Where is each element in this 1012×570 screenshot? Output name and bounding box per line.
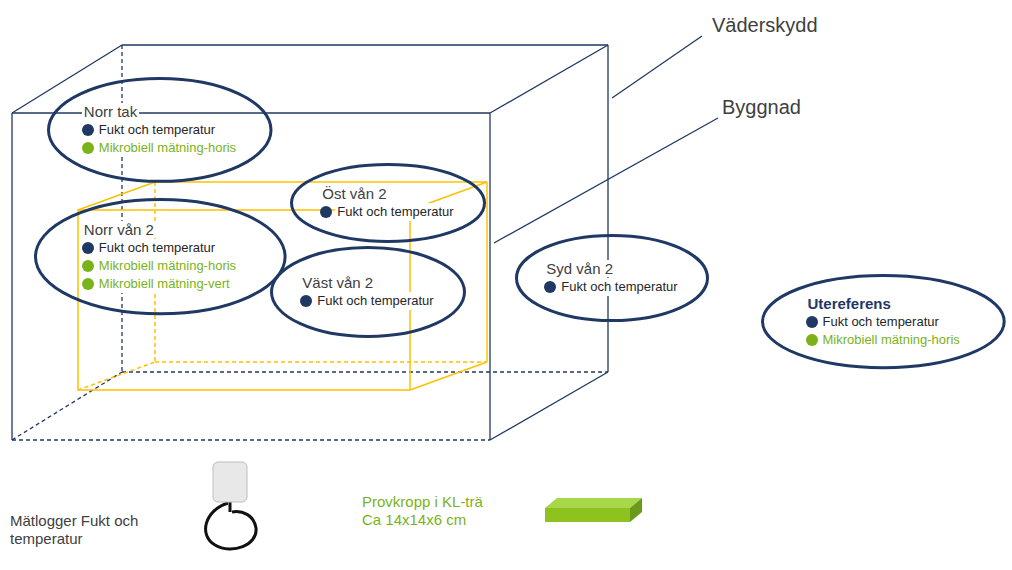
microbial-label: Mikrobiell mätning-horis [97, 139, 238, 157]
zone-content: Norr vån 2Fukt och temperaturMikrobiell … [82, 221, 238, 293]
sensor-dot [82, 242, 94, 254]
zone-heading: Väst vån 2 [300, 274, 375, 291]
zone-heading-row: Syd vån 2 [544, 260, 679, 278]
microbial-label: Mikrobiell mätning-vert [97, 275, 232, 293]
measurement-zone: Norr takFukt och temperaturMikrobiell mä… [47, 77, 272, 183]
zone-heading-row: Väst vån 2 [300, 274, 435, 292]
sensor-dot [300, 295, 312, 307]
measurement-zone: Öst vån 2Fukt och temperatur [290, 163, 486, 243]
leader-line [494, 118, 718, 243]
zone-ellipse-outline [35, 200, 285, 314]
leader-line [612, 36, 702, 98]
weather-shelter-outline [12, 45, 608, 440]
sensor-dot [82, 124, 94, 136]
legend-text: Provkropp i KL-trä Ca 14x14x6 cm [362, 493, 497, 529]
legend-text: Mätlogger Fukt och temperatur [10, 512, 160, 548]
zone-heading-row: Norr tak [82, 103, 238, 121]
sensor-item: Mikrobiell mätning-vert [82, 275, 238, 293]
zone-heading-row: Öst vån 2 [320, 185, 455, 203]
sensor-item: Mikrobiell mätning-horis [82, 139, 238, 157]
sensor-item: Fukt och temperatur [82, 121, 238, 139]
logger-icon [206, 462, 257, 549]
sensor-label: Fukt och temperatur [821, 313, 941, 331]
zone-heading: Utereferens [806, 295, 893, 312]
sensor-item: Mikrobiell mätning-horis [82, 257, 238, 275]
zone-heading-row: Norr vån 2 [82, 221, 238, 239]
zone-ellipse-outline [292, 165, 485, 242]
zone-ellipse-outline [272, 248, 465, 337]
zone-ellipse-outline [49, 79, 271, 182]
measurement-zone: UtereferensFukt och temperaturMikrobiell… [761, 274, 1006, 369]
zone-content: Öst vån 2Fukt och temperatur [320, 185, 455, 221]
zone-ellipse-outline [517, 236, 708, 321]
zone-heading: Syd vån 2 [544, 260, 615, 277]
microbial-label: Mikrobiell mätning-horis [821, 331, 962, 349]
microbial-dot [82, 142, 94, 154]
sensor-item: Fukt och temperatur [300, 292, 435, 310]
sensor-dot [806, 316, 818, 328]
callout-label: Väderskydd [712, 14, 818, 37]
measurement-zone: Syd vån 2Fukt och temperatur [515, 234, 709, 322]
sensor-dot [320, 206, 332, 218]
sensor-item: Fukt och temperatur [82, 239, 238, 257]
zone-heading-row: Utereferens [806, 295, 962, 313]
sensor-item: Fukt och temperatur [806, 313, 962, 331]
zone-heading: Öst vån 2 [320, 185, 388, 202]
microbial-dot [82, 278, 94, 290]
sensor-label: Fukt och temperatur [335, 203, 455, 221]
measurement-zone: Väst vån 2Fukt och temperatur [270, 246, 466, 338]
callout-label: Byggnad [722, 96, 801, 119]
specimen-icon [545, 498, 642, 522]
building-outline [78, 182, 487, 390]
sensor-label: Fukt och temperatur [97, 121, 217, 139]
sensor-item: Fukt och temperatur [544, 278, 679, 296]
sensor-item: Fukt och temperatur [320, 203, 455, 221]
zone-heading: Norr tak [82, 103, 139, 120]
measurement-zone: Norr vån 2Fukt och temperaturMikrobiell … [34, 198, 287, 315]
microbial-label: Mikrobiell mätning-horis [97, 257, 238, 275]
sensor-dot [544, 281, 556, 293]
zone-content: Norr takFukt och temperaturMikrobiell mä… [82, 103, 238, 157]
sensor-label: Fukt och temperatur [97, 239, 217, 257]
zone-content: UtereferensFukt och temperaturMikrobiell… [806, 295, 962, 349]
sensor-label: Fukt och temperatur [559, 278, 679, 296]
zone-content: Syd vån 2Fukt och temperatur [544, 260, 679, 296]
zone-heading: Norr vån 2 [82, 221, 156, 238]
sensor-item: Mikrobiell mätning-horis [806, 331, 962, 349]
microbial-dot [82, 260, 94, 272]
microbial-dot [806, 334, 818, 346]
sensor-label: Fukt och temperatur [315, 292, 435, 310]
zone-ellipse-outline [763, 276, 1005, 368]
zone-content: Väst vån 2Fukt och temperatur [300, 274, 435, 310]
